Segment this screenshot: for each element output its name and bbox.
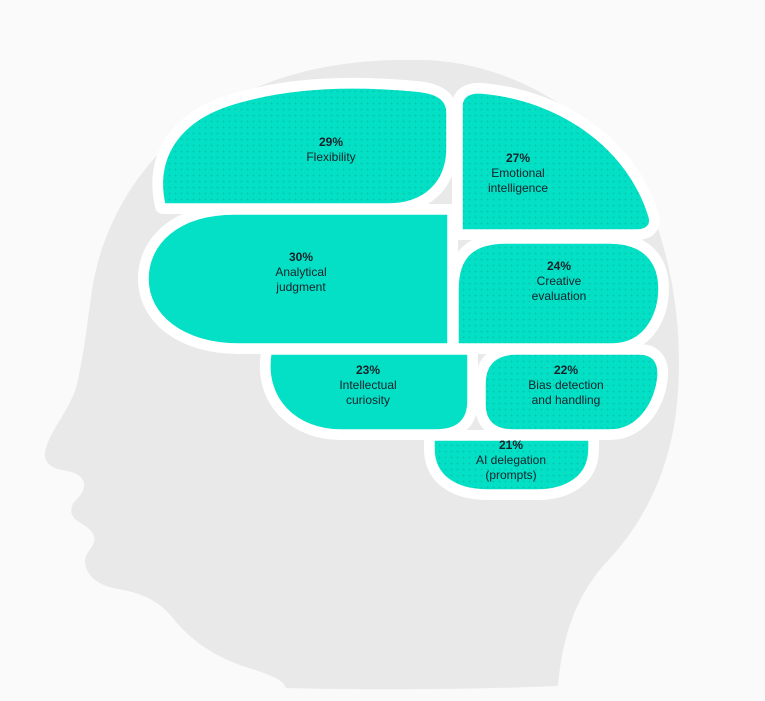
brain-segment-emotional-intelligence	[460, 91, 652, 232]
brain-segment-ai-delegation	[432, 438, 591, 492]
brain-segment-intellectual-curiosity	[268, 352, 470, 432]
brain-segment-creative-evaluation	[456, 241, 661, 346]
brain-segment-flexibility	[160, 86, 449, 206]
brain-segment-bias-detection	[483, 352, 660, 432]
brain-segment-analytical-judgment	[146, 212, 450, 346]
